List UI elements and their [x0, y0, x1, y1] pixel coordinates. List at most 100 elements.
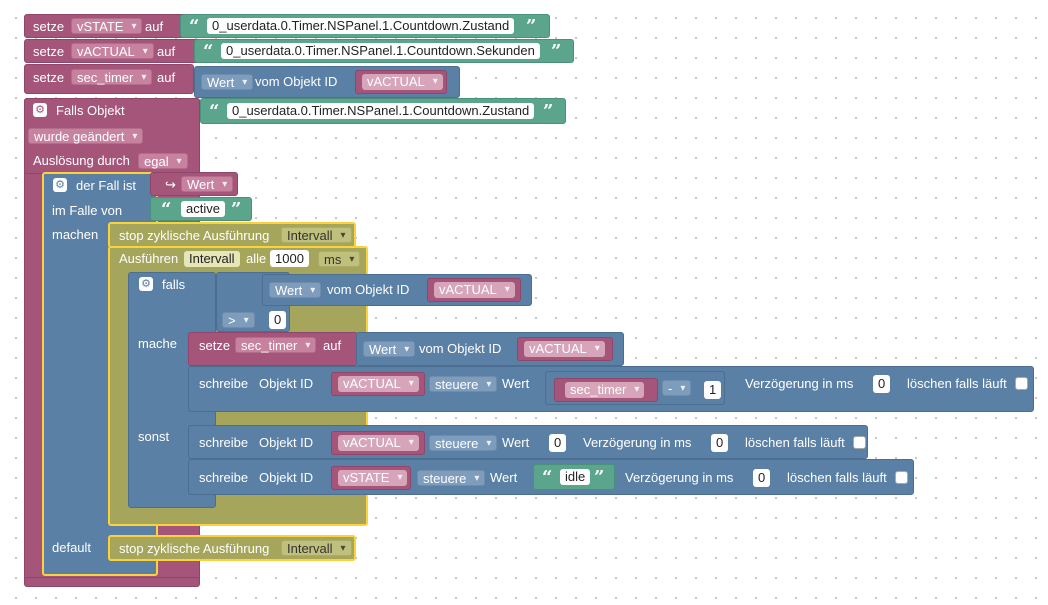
close-quote-icon: ”	[551, 41, 562, 62]
clear-checkbox[interactable]	[853, 436, 866, 449]
value-number[interactable]: 0	[549, 434, 567, 452]
text-input[interactable]: idle	[560, 469, 591, 485]
variable-block[interactable]: vACTUAL	[517, 337, 613, 361]
interval-dropdown[interactable]: Intervall	[281, 540, 352, 557]
wert-label: Wert	[490, 470, 518, 485]
variable-dropdown[interactable]: vACTUAL	[524, 341, 605, 357]
gear-icon[interactable]: ⚙	[53, 178, 67, 192]
get-value-block[interactable]: Wert vom Objekt ID vACTUAL	[194, 66, 460, 98]
open-quote-icon: “	[203, 41, 214, 62]
close-quote-icon: ”	[594, 467, 605, 488]
stop-interval-block[interactable]: stop zyklische Ausführung Intervall	[108, 222, 356, 248]
variable-block[interactable]: vACTUAL	[355, 70, 447, 94]
variable-block[interactable]: vACTUAL	[331, 372, 425, 396]
objekt-id-label: Objekt ID	[259, 376, 314, 391]
case-label: im Falle von	[52, 203, 123, 218]
operator-dropdown[interactable]: >	[222, 312, 255, 329]
close-quote-icon: ”	[526, 16, 537, 37]
delay-input[interactable]: 0	[753, 469, 771, 487]
variable-dropdown[interactable]: sec_timer	[235, 337, 317, 354]
trigger-mode-dropdown[interactable]: wurde geändert	[28, 128, 144, 145]
auf-label: auf	[145, 19, 164, 34]
ausfuehren-label: Ausführen	[119, 251, 179, 266]
value-dropdown[interactable]: Wert	[181, 176, 234, 193]
text-block-case[interactable]: “ active ”	[150, 197, 252, 221]
trigger-title: Falls Objekt	[56, 103, 125, 118]
set-vstate-block[interactable]: setze vSTATE auf	[24, 14, 192, 38]
gear-icon[interactable]: ⚙	[33, 103, 47, 117]
variable-dropdown[interactable]: vACTUAL	[434, 282, 515, 298]
variable-block[interactable]: vACTUAL	[331, 431, 425, 455]
set-sec-timer-block[interactable]: setze sec_timer auf	[188, 332, 358, 366]
auf-label: auf	[157, 44, 176, 59]
open-quote-icon: “	[542, 467, 553, 488]
close-quote-icon: ”	[543, 101, 554, 122]
variable-block[interactable]: vSTATE	[331, 466, 411, 490]
wert-label: Wert	[502, 435, 530, 450]
interval-name-input[interactable]: Intervall	[184, 251, 240, 267]
variable-dropdown[interactable]: vACTUAL	[362, 74, 443, 90]
variable-dropdown[interactable]: vACTUAL	[338, 435, 419, 451]
delay-input[interactable]: 0	[873, 375, 891, 393]
variable-dropdown[interactable]: sec_timer	[565, 382, 645, 398]
auf-label: auf	[157, 70, 176, 85]
text-block[interactable]: “ idle ”	[533, 464, 615, 490]
objekt-id-label: Objekt ID	[259, 470, 314, 485]
schreibe-label: schreibe	[199, 435, 249, 450]
ms-input[interactable]: 1000	[270, 250, 309, 267]
variable-dropdown[interactable]: vACTUAL	[71, 43, 154, 60]
setze-label: setze	[33, 44, 65, 59]
compare-number[interactable]: 0	[269, 311, 287, 329]
ausloesung-dropdown[interactable]: egal	[138, 153, 188, 170]
property-dropdown[interactable]: Wert	[269, 282, 322, 299]
clear-label: löschen falls läuft	[787, 470, 887, 485]
math-operator-dropdown[interactable]: -	[662, 380, 692, 397]
vom-objekt-label: vom Objekt ID	[255, 74, 338, 89]
text-input[interactable]: active	[181, 201, 225, 217]
interval-dropdown[interactable]: Intervall	[281, 227, 352, 244]
text-input[interactable]: 0_userdata.0.Timer.NSPanel.1.Countdown.Z…	[207, 18, 515, 34]
clear-checkbox[interactable]	[895, 471, 908, 484]
unit-dropdown[interactable]: ms	[318, 251, 361, 268]
write-block-2[interactable]: schreibe Objekt ID vACTUAL steuere Wert …	[188, 425, 868, 459]
math-number[interactable]: 1	[704, 381, 722, 399]
mode-dropdown[interactable]: steuere	[429, 435, 498, 452]
get-value-block[interactable]: Wert vom Objekt ID vACTUAL	[262, 274, 532, 306]
variable-dropdown[interactable]: sec_timer	[71, 69, 153, 86]
write-block-3[interactable]: schreibe Objekt ID vSTATE steuere Wert “…	[188, 459, 914, 495]
delay-label: Verzögerung in ms	[583, 435, 692, 450]
clear-checkbox[interactable]	[1015, 377, 1028, 390]
get-value-block[interactable]: Wert vom Objekt ID vACTUAL	[356, 332, 624, 366]
get-value-block[interactable]: ↪ Wert	[150, 172, 238, 196]
text-block-trigger-id[interactable]: “ 0_userdata.0.Timer.NSPanel.1.Countdown…	[200, 98, 566, 124]
set-vactual-block[interactable]: setze vACTUAL auf	[24, 39, 200, 63]
text-input[interactable]: 0_userdata.0.Timer.NSPanel.1.Countdown.Z…	[227, 103, 535, 119]
open-quote-icon: “	[189, 16, 200, 37]
gear-icon[interactable]: ⚙	[139, 277, 153, 291]
variable-block[interactable]: sec_timer	[554, 378, 658, 402]
wert-label: Wert	[502, 376, 530, 391]
text-input[interactable]: 0_userdata.0.Timer.NSPanel.1.Countdown.S…	[221, 43, 540, 59]
variable-block[interactable]: vACTUAL	[427, 278, 521, 302]
variable-dropdown[interactable]: vSTATE	[71, 18, 143, 35]
variable-dropdown[interactable]: vACTUAL	[338, 376, 419, 392]
falls-label: falls	[162, 277, 186, 292]
property-dropdown[interactable]: Wert	[201, 74, 254, 91]
vom-objekt-label: vom Objekt ID	[419, 341, 502, 356]
math-block[interactable]: sec_timer - 1	[545, 371, 725, 405]
alle-label: alle	[246, 251, 267, 266]
mode-dropdown[interactable]: steuere	[417, 470, 486, 487]
text-block-zustand[interactable]: “ 0_userdata.0.Timer.NSPanel.1.Countdown…	[180, 14, 550, 38]
auf-label: auf	[323, 338, 342, 353]
mode-dropdown[interactable]: steuere	[429, 376, 498, 393]
set-sec-timer-block[interactable]: setze sec_timer auf	[24, 64, 194, 94]
text-block-sekunden[interactable]: “ 0_userdata.0.Timer.NSPanel.1.Countdown…	[194, 39, 574, 63]
property-dropdown[interactable]: Wert	[363, 341, 416, 358]
write-block-1[interactable]: schreibe Objekt ID vACTUAL steuere Wert …	[188, 366, 1034, 412]
mache-label: mache	[138, 336, 178, 351]
stop-interval-block-default[interactable]: stop zyklische Ausführung Intervall	[108, 535, 356, 561]
variable-dropdown[interactable]: vSTATE	[338, 470, 408, 486]
delay-input[interactable]: 0	[711, 434, 729, 452]
schreibe-label: schreibe	[199, 470, 249, 485]
open-quote-icon: “	[209, 101, 220, 122]
